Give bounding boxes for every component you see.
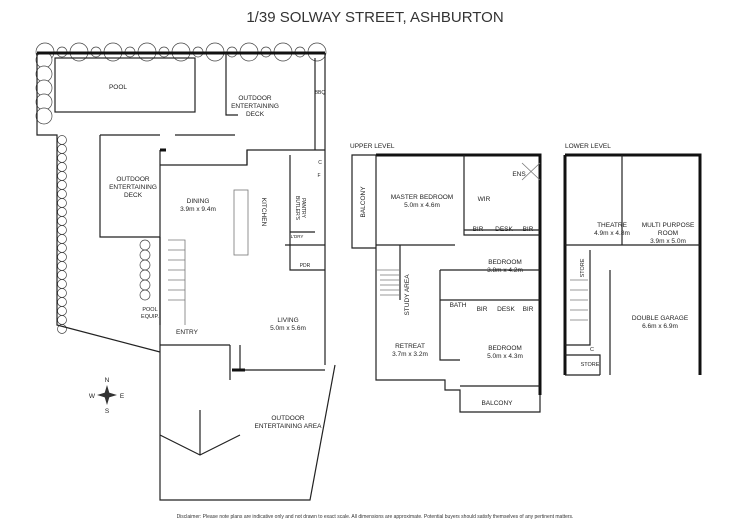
tree xyxy=(35,65,53,83)
tree xyxy=(57,270,67,280)
tree xyxy=(57,189,67,199)
room-label-bir: BIR xyxy=(473,226,484,233)
disclaimer: Disclaimer: Please note plans are indica… xyxy=(177,514,574,520)
room-label-living: LIVING xyxy=(277,317,298,324)
room-label-study: STUDY AREA xyxy=(404,274,411,316)
room-label-ensuite: ENS xyxy=(512,171,526,178)
room-label-store-2: STORE xyxy=(581,362,600,368)
tree xyxy=(139,279,151,291)
room-label-multi-2: ROOM xyxy=(658,230,678,237)
pool xyxy=(54,57,196,113)
compass-n: N xyxy=(105,377,110,384)
tree xyxy=(57,306,67,316)
tree xyxy=(57,252,67,262)
room-label-desk: DESK xyxy=(495,226,513,233)
tree xyxy=(57,207,67,217)
room-size-dining: 3.9m x 9.4m xyxy=(180,206,216,213)
upper-level-title: UPPER LEVEL xyxy=(350,143,395,150)
tree xyxy=(57,288,67,298)
tree xyxy=(57,180,67,190)
tree xyxy=(139,289,151,301)
tree xyxy=(139,239,151,251)
tree xyxy=(35,93,53,111)
tree xyxy=(57,279,67,289)
tree xyxy=(57,234,67,244)
room-label-powder: PDR xyxy=(300,263,311,269)
property-title: 1/39 SOLWAY STREET, ASHBURTON xyxy=(246,9,503,26)
room-label-pool-equip: POOL xyxy=(142,307,157,313)
room-label-outdoor-area-2: ENTERTAINING AREA xyxy=(255,423,323,430)
tree xyxy=(57,297,67,307)
compass-e: E xyxy=(120,393,125,400)
tree xyxy=(57,243,67,253)
room-label-deck-top: OUTDOOR xyxy=(238,95,272,102)
room-size-bedroom-2: 5.0m x 4.3m xyxy=(487,353,523,360)
room-label-bath: BATH xyxy=(450,302,467,309)
tree xyxy=(35,107,53,125)
room-size-theatre: 4.9m x 4.8m xyxy=(594,230,630,237)
room-label-retreat: RETREAT xyxy=(395,343,425,350)
room-label-multi: MULTI PURPOSE xyxy=(642,222,695,229)
tree xyxy=(35,79,53,97)
ground-floor-plan: POOL OUTDOOR ENTERTAINING DECK BBQ OUTDO… xyxy=(35,42,336,501)
tree xyxy=(57,171,67,181)
room-label-outdoor-area: OUTDOOR xyxy=(271,415,305,422)
compass: N W E S xyxy=(89,377,125,415)
room-label-laundry: L'DRY xyxy=(291,234,304,239)
room-label-bedroom-2: BEDROOM xyxy=(488,345,522,352)
room-label-kitchen: KITCHEN xyxy=(260,198,267,227)
tree xyxy=(139,259,151,271)
lower-level-plan: LOWER LEVEL THEATRE 4.9m x 4.8m MULTI PU… xyxy=(563,143,702,376)
room-size-bedroom-1: 3.8m x 4.2m xyxy=(487,267,523,274)
room-label-c: C xyxy=(318,160,322,166)
room-label-bir: BIR xyxy=(523,226,534,233)
room-label-deck-left: OUTDOOR xyxy=(116,176,150,183)
room-label-deck-left-2: ENTERTAINING xyxy=(109,184,157,191)
tree xyxy=(139,249,151,261)
room-label-bbq: BBQ xyxy=(315,90,326,96)
room-size-master: 5.0m x 4.6m xyxy=(404,202,440,209)
room-label-deck-left-3: DECK xyxy=(124,192,143,199)
tree xyxy=(57,216,67,226)
room-label-deck-top-2: ENTERTAINING xyxy=(231,103,279,110)
room-label-f: F xyxy=(317,173,320,179)
room-label-bedroom-1: BEDROOM xyxy=(488,259,522,266)
tree xyxy=(57,225,67,235)
room-label-garage: DOUBLE GARAGE xyxy=(632,315,689,322)
room-label-bir: BIR xyxy=(523,306,534,313)
room-label-master: MASTER BEDROOM xyxy=(391,194,453,201)
room-label-deck-top-3: DECK xyxy=(246,111,265,118)
tree xyxy=(57,153,67,163)
upper-level-plan: UPPER LEVEL BALCONY MASTER BEDROOM 5.0m … xyxy=(350,143,542,413)
tree xyxy=(57,162,67,172)
room-size-garage: 6.6m x 6.9m xyxy=(642,323,678,330)
room-label-pantry: BUTLER'S xyxy=(294,196,300,221)
room-label-c-lower: C xyxy=(590,347,594,353)
tree xyxy=(57,261,67,271)
compass-w: W xyxy=(89,393,96,400)
room-label-pool: POOL xyxy=(109,84,127,91)
room-label-bir: BIR xyxy=(477,306,488,313)
tree xyxy=(57,315,67,325)
room-label-dining: DINING xyxy=(187,198,210,205)
room-label-entry: ENTRY xyxy=(176,329,199,336)
room-size-living: 5.0m x 5.6m xyxy=(270,325,306,332)
room-label-theatre: THEATRE xyxy=(597,222,628,229)
tree xyxy=(57,198,67,208)
room-label-store-1: STORE xyxy=(580,258,586,277)
room-label-desk: DESK xyxy=(497,306,515,313)
tree xyxy=(57,144,67,154)
tree xyxy=(57,135,67,145)
room-label-pantry-2: PANTRY xyxy=(300,198,306,218)
room-label-pool-equip-2: EQUIP. xyxy=(141,314,159,320)
tree xyxy=(139,269,151,281)
room-size-retreat: 3.7m x 3.2m xyxy=(392,351,428,358)
room-label-balcony-left: BALCONY xyxy=(360,186,367,218)
room-label-wir: WIR xyxy=(478,196,491,203)
room-size-multi: 3.9m x 5.0m xyxy=(650,238,686,245)
room-label-balcony-bottom: BALCONY xyxy=(481,400,513,407)
lower-level-title: LOWER LEVEL xyxy=(565,143,611,150)
compass-s: S xyxy=(105,408,110,415)
